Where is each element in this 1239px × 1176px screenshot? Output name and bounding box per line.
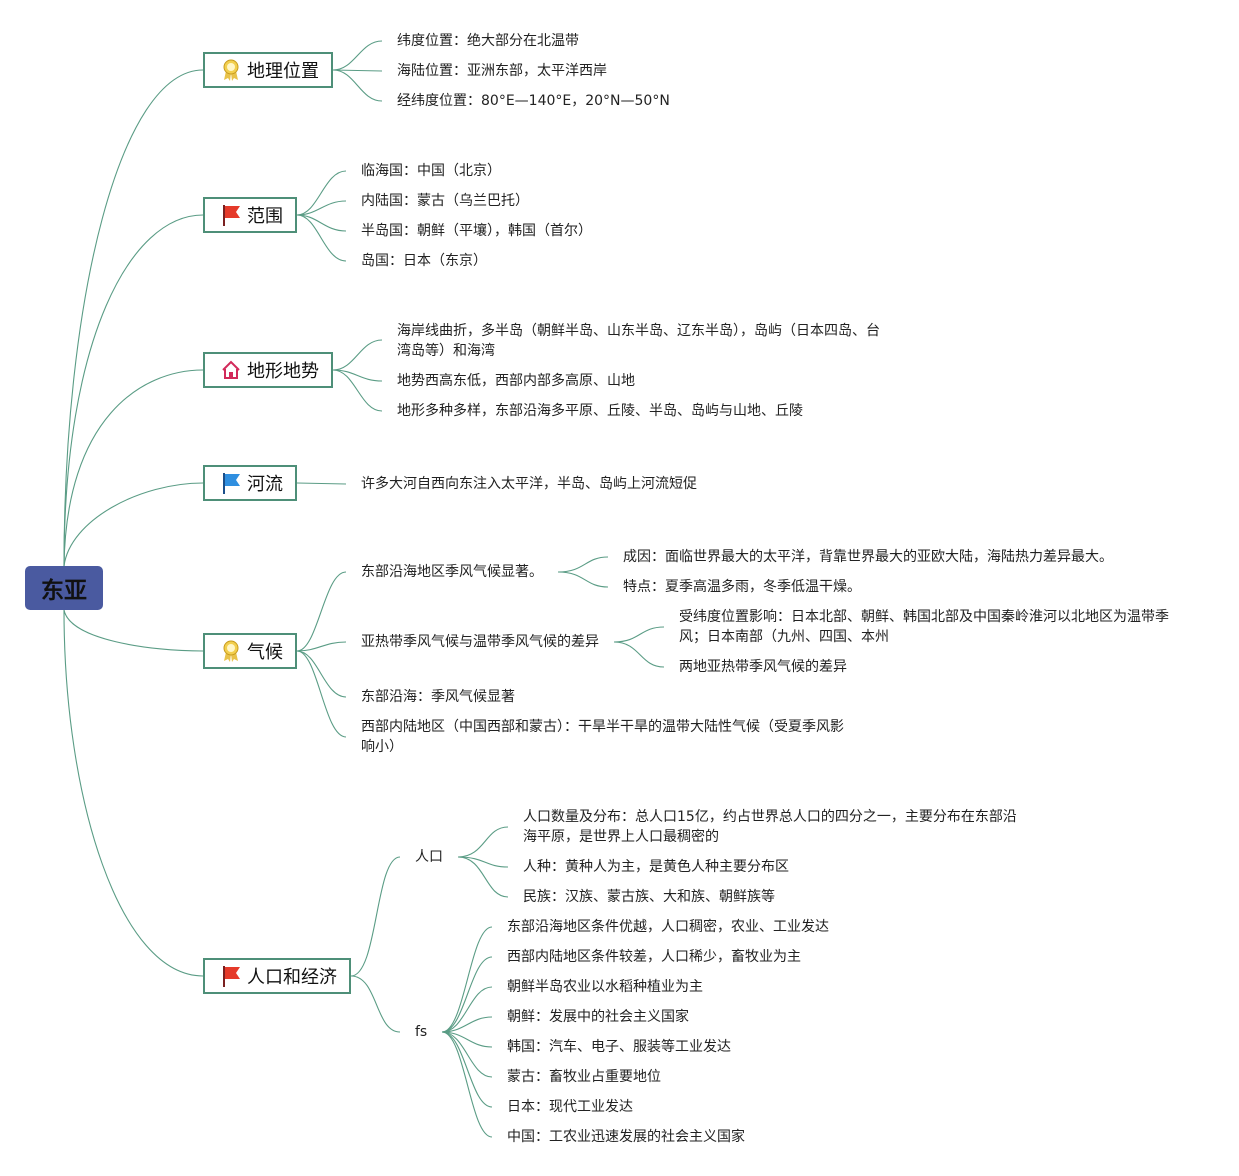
topic-terrain-label: 地形地势 [247,361,319,382]
climate-subtropical-vs-temperate[interactable]: 亚热带季风气候与温带季风气候的差异 [361,634,599,650]
economy-fs[interactable]: fs [415,1024,428,1040]
fs-item-8[interactable]: 中国：工农业迅速发展的社会主义国家 [507,1129,745,1145]
fs-item-1[interactable]: 东部沿海地区条件优越，人口稠密，农业、工业发达 [507,919,829,935]
blue-flag-icon [221,472,241,494]
population-race[interactable]: 人种：黄种人为主，是黄色人种主要分布区 [523,859,789,875]
climate-east-coast[interactable]: 东部沿海：季风气候显著 [361,689,515,705]
climate-subtropical-difference[interactable]: 两地亚热带季风气候的差异 [679,659,847,675]
topic-climate[interactable]: 气候 [203,633,297,669]
topic-economy-label: 人口和经济 [247,967,337,988]
economy-population[interactable]: 人口 [415,849,443,865]
terrain-coastline[interactable]: 海岸线曲折，多半岛（朝鲜半岛、山东半岛、辽东半岛），岛屿（日本四岛、台湾岛等）和… [397,323,880,359]
population-ethnic-groups[interactable]: 民族：汉族、蒙古族、大和族、朝鲜族等 [523,889,775,905]
root-node[interactable]: 东亚 [25,566,103,610]
fs-item-2[interactable]: 西部内陆地区条件较差，人口稀少，畜牧业为主 [507,949,801,965]
rivers-flow[interactable]: 许多大河自西向东注入太平洋，半岛、岛屿上河流短促 [361,476,697,492]
population-distribution[interactable]: 人口数量及分布：总人口15亿，约占世界总人口的四分之一，主要分布在东部沿海平原，… [523,809,1017,845]
topic-scope-label: 范围 [247,206,283,227]
topic-economy[interactable]: 人口和经济 [203,958,351,994]
topic-location[interactable]: 地理位置 [203,52,333,88]
climate-east-monsoon-feature[interactable]: 特点：夏季高温多雨，冬季低温干燥。 [623,579,861,595]
scope-coastal[interactable]: 临海国：中国（北京） [361,163,501,179]
terrain-variety[interactable]: 地形多种多样，东部沿海多平原、丘陵、半岛、岛屿与山地、丘陵 [397,403,803,419]
terrain-elevation[interactable]: 地势西高东低，西部内部多高原、山地 [397,373,635,389]
climate-west-inland[interactable]: 西部内陆地区（中国西部和蒙古）：干旱半干旱的温带大陆性气候（受夏季风影响小） [361,719,844,755]
fs-item-7[interactable]: 日本：现代工业发达 [507,1099,633,1115]
red-flag-icon [221,204,241,226]
climate-latitude-influence[interactable]: 受纬度位置影响：日本北部、朝鲜、韩国北部及中国秦岭淮河以北地区为温带季风；日本南… [679,609,1169,645]
climate-east-monsoon-cause[interactable]: 成因：面临世界最大的太平洋，背靠世界最大的亚欧大陆，海陆热力差异最大。 [623,549,1113,565]
climate-east-monsoon[interactable]: 东部沿海地区季风气候显著。 [361,564,543,580]
location-sea-land[interactable]: 海陆位置：亚洲东部，太平洋西岸 [397,63,607,79]
topic-scope[interactable]: 范围 [203,197,297,233]
scope-landlocked[interactable]: 内陆国：蒙古（乌兰巴托） [361,193,529,209]
fs-item-3[interactable]: 朝鲜半岛农业以水稻种植业为主 [507,979,703,995]
house-icon [221,359,241,381]
fs-item-5[interactable]: 韩国：汽车、电子、服装等工业发达 [507,1039,731,1055]
topic-rivers[interactable]: 河流 [203,465,297,501]
red-flag-icon [221,965,241,987]
topic-terrain[interactable]: 地形地势 [203,352,333,388]
ribbon-medal-icon [221,640,241,662]
topic-location-label: 地理位置 [247,61,319,82]
topic-climate-label: 气候 [247,642,283,663]
scope-island[interactable]: 岛国：日本（东京） [361,253,487,269]
fs-item-4[interactable]: 朝鲜：发展中的社会主义国家 [507,1009,689,1025]
fs-item-6[interactable]: 蒙古：畜牧业占重要地位 [507,1069,661,1085]
location-coordinates[interactable]: 经纬度位置：80°E—140°E，20°N—50°N [397,93,670,109]
topic-rivers-label: 河流 [247,474,283,495]
location-latitude[interactable]: 纬度位置：绝大部分在北温带 [397,33,579,49]
scope-peninsula[interactable]: 半岛国：朝鲜（平壤），韩国（首尔） [361,223,592,239]
ribbon-medal-icon [221,59,241,81]
